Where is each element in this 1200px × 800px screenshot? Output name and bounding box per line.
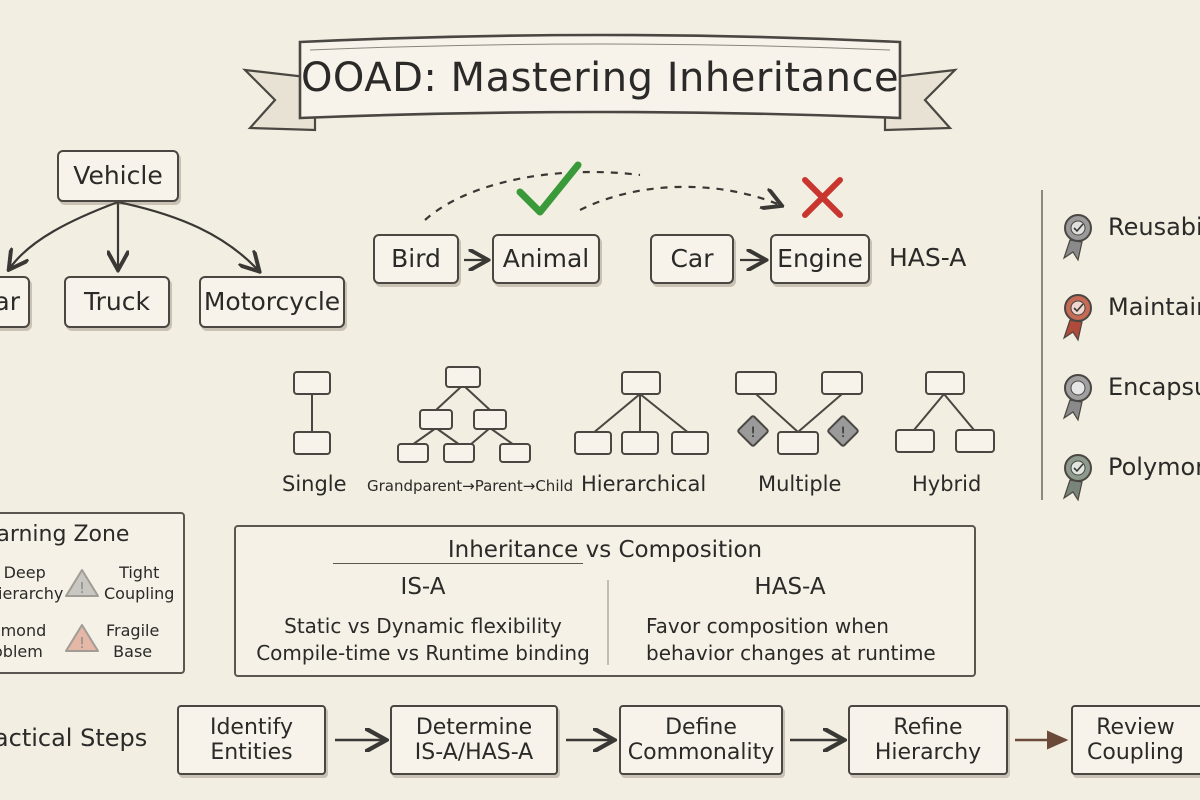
award-ribbon-icon xyxy=(1062,374,1092,422)
benefit-maintainability: Maintainability xyxy=(1108,293,1200,321)
award-ribbon-icon xyxy=(1062,454,1092,502)
page-title: OOAD: Mastering Inheritance xyxy=(300,55,900,101)
has-a-heading: HAS-A xyxy=(754,574,826,600)
type-label-multiple: Multiple xyxy=(758,472,842,496)
vehicle-child-truck: Truck xyxy=(64,276,170,328)
warning-zone-panel xyxy=(0,512,185,674)
has-a-line-2: behavior changes at runtime xyxy=(646,641,936,665)
hierarchical-inheritance-diagram xyxy=(574,371,709,455)
relation-dashed-arcs xyxy=(424,170,780,221)
single-inheritance-diagram xyxy=(293,371,331,455)
vehicle-tree-arrows xyxy=(10,200,258,270)
is-a-heading: IS-A xyxy=(400,574,446,600)
svg-text:!: ! xyxy=(750,425,756,441)
is-a-line-2: Compile-time vs Runtime binding xyxy=(256,641,590,665)
benefits-list: Reusability Maintainability Encapsulatio… xyxy=(1104,0,1200,800)
warning-diamond-problem: DiamondProblem xyxy=(0,621,47,661)
warning-deep-hierarchy: DeepHierarchy xyxy=(0,563,64,603)
type-label-hierarchical: Hierarchical xyxy=(581,472,707,496)
type-label-single: Single xyxy=(282,472,347,496)
award-ribbon-icon xyxy=(1062,214,1092,262)
svg-text:!: ! xyxy=(840,425,846,441)
bird-node: Bird xyxy=(373,234,459,284)
benefit-polymorphism: Polymorphism xyxy=(1108,453,1200,481)
warning-zone-title: Warning Zone xyxy=(0,522,130,547)
multiple-inheritance-diagram: ! ! xyxy=(735,371,863,455)
title-banner xyxy=(241,33,959,132)
comparison-title: Inheritance vs Composition xyxy=(447,537,763,563)
vehicle-root-node: Vehicle xyxy=(57,150,179,202)
car-node: Car xyxy=(650,234,734,284)
vehicle-child-motorcycle: Motorcycle xyxy=(199,276,345,328)
comparison-panel xyxy=(234,525,976,677)
has-a-label: HAS-A xyxy=(889,243,967,272)
check-icon xyxy=(516,161,582,216)
type-label-multilevel: Grandparent→Parent→Child xyxy=(367,477,574,495)
animal-node: Animal xyxy=(492,234,600,284)
warning-zone-clip: Warning Zone DeepHierarchy TightCoupling… xyxy=(0,500,190,680)
benefit-reusability: Reusability xyxy=(1108,213,1200,241)
engine-node: Engine xyxy=(770,234,870,284)
x-icon xyxy=(802,177,843,218)
practical-steps-clip: Practical Steps xyxy=(0,720,160,760)
hybrid-inheritance-diagram xyxy=(895,371,995,453)
vehicle-child-car: Car xyxy=(0,276,30,328)
award-ribbon-icon xyxy=(1062,294,1092,342)
multilevel-inheritance-diagram xyxy=(397,366,531,463)
practical-steps-label: Practical Steps xyxy=(0,724,148,752)
benefit-encapsulation: Encapsulation xyxy=(1108,373,1200,401)
type-label-hybrid: Hybrid xyxy=(912,472,982,496)
is-a-line-1: Static vs Dynamic flexibility xyxy=(284,614,562,638)
has-a-line-1: Favor composition when xyxy=(646,614,889,638)
comparison-title-rule xyxy=(333,563,583,564)
